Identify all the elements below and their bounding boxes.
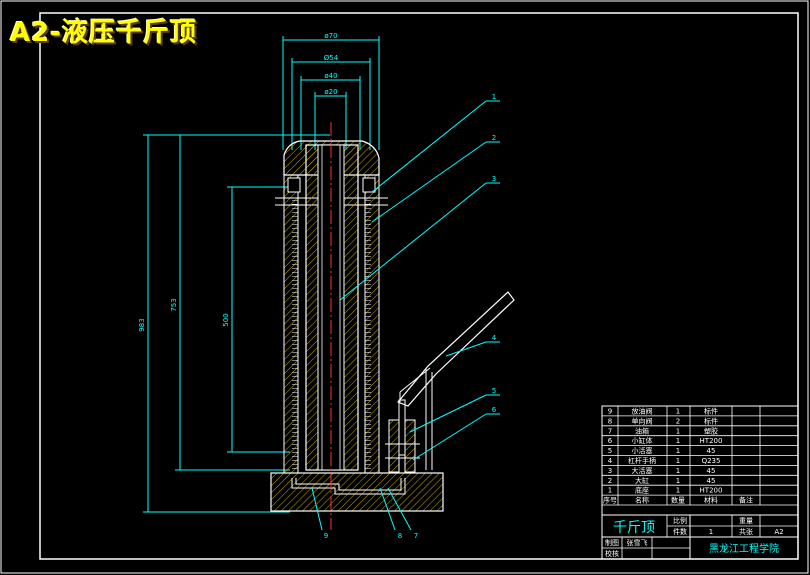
scale-label: 比例: [673, 516, 687, 525]
callout-9: 9: [324, 532, 328, 540]
parts-material: 45: [707, 467, 716, 475]
oil-channel-inner: [295, 478, 402, 491]
small-piston: [398, 399, 406, 456]
callout-3: 3: [492, 175, 496, 183]
lever-handle: [397, 291, 515, 407]
leader-lines: [311, 100, 500, 531]
height-dimension-labels: 983 753 500: [138, 298, 230, 331]
parts-qty: 1: [676, 427, 680, 435]
callout-5: 5: [492, 387, 496, 395]
parts-name: 单向阀: [632, 416, 653, 425]
parts-qty: 1: [676, 457, 680, 465]
parts-qty: 1: [676, 437, 680, 445]
parts-no: 8: [608, 417, 612, 425]
cylinder-thread-left: [292, 200, 298, 470]
header-material: 材料: [704, 496, 718, 505]
parts-material: HT200: [700, 437, 723, 445]
callout-4: 4: [492, 334, 497, 342]
cylinder-thread-right: [365, 200, 371, 470]
title-block: 千斤顶 比例 件数 重量 1 共张 A2 制图 张雪飞 校核 黑龙江工程学院: [602, 514, 798, 559]
parts-no: 6: [608, 437, 613, 445]
dim-d40: ø40: [324, 72, 337, 80]
parts-no: 4: [608, 457, 613, 465]
callout-6: 6: [492, 406, 497, 414]
parts-name: 小活塞: [632, 446, 653, 455]
sheet-label: 共张: [739, 527, 753, 536]
parts-name: 杠杆手柄: [628, 456, 656, 465]
parts-no: 1: [608, 487, 612, 495]
header-qty: 数量: [671, 496, 685, 505]
count-value: 1: [709, 528, 713, 536]
parts-no: 7: [608, 427, 612, 435]
parts-material: 塑胶: [704, 426, 718, 435]
callout-1: 1: [492, 93, 496, 101]
height-dimensions: [143, 134, 330, 513]
school-name: 黑龙江工程学院: [709, 542, 779, 555]
header-name: 名称: [635, 496, 649, 505]
dim-d20: ø20: [324, 88, 337, 96]
callout-8: 8: [398, 532, 402, 540]
base: [270, 472, 444, 512]
parts-material: 45: [707, 447, 716, 455]
parts-material: 标件: [704, 416, 718, 425]
diameter-dimension-labels: ø70 Ø54 ø40 ø20: [324, 32, 339, 96]
dim-h500: 500: [222, 313, 230, 326]
parts-material: 标件: [704, 407, 718, 416]
jack-body: [270, 122, 515, 530]
parts-name: 放油阀: [632, 407, 653, 416]
dim-d54: Ø54: [324, 54, 339, 62]
parts-no: 5: [608, 447, 612, 455]
parts-no: 9: [608, 408, 612, 416]
diameter-dimensions: [282, 36, 380, 150]
drawing-name: 千斤顶: [613, 520, 655, 536]
drafter-name: 张雪飞: [627, 538, 648, 547]
parts-name: 大活塞: [632, 466, 653, 475]
qty-label: 件数: [673, 527, 687, 536]
dim-h753: 753: [170, 298, 178, 311]
oil-channel: [291, 478, 406, 495]
dim-d70: ø70: [324, 32, 337, 40]
header-no: 序号: [603, 496, 617, 505]
parts-qty: 1: [676, 447, 680, 455]
sheet-size: A2: [774, 528, 783, 536]
parts-material: HT200: [700, 487, 723, 495]
small-cylinder: [388, 419, 400, 473]
drafter-label: 制图: [605, 538, 619, 547]
parts-qty: 1: [676, 477, 680, 485]
callout-numbers: 1 2 3 4 5 6 7 8 9: [324, 93, 497, 540]
parts-no: 3: [608, 467, 612, 475]
parts-qty: 1: [676, 467, 680, 475]
drawing-border: [39, 12, 799, 560]
parts-material: Q235: [702, 457, 721, 465]
parts-name: 大缸: [635, 476, 649, 485]
parts-no: 2: [608, 477, 612, 485]
parts-name: 底座: [635, 486, 649, 495]
weight-label: 重量: [739, 517, 753, 525]
parts-name: 油箱: [635, 426, 649, 435]
dim-h983: 983: [138, 318, 146, 331]
callout-2: 2: [492, 134, 496, 142]
parts-qty: 1: [676, 487, 680, 495]
checker-label: 校核: [605, 549, 619, 558]
parts-qty: 1: [676, 408, 680, 416]
parts-material: 45: [707, 477, 716, 485]
parts-name: 小缸体: [632, 436, 653, 445]
drawing-title: A2-液压千斤顶: [10, 18, 198, 48]
header-note: 备注: [739, 496, 753, 505]
parts-qty: 2: [676, 417, 680, 425]
callout-7: 7: [414, 532, 418, 540]
